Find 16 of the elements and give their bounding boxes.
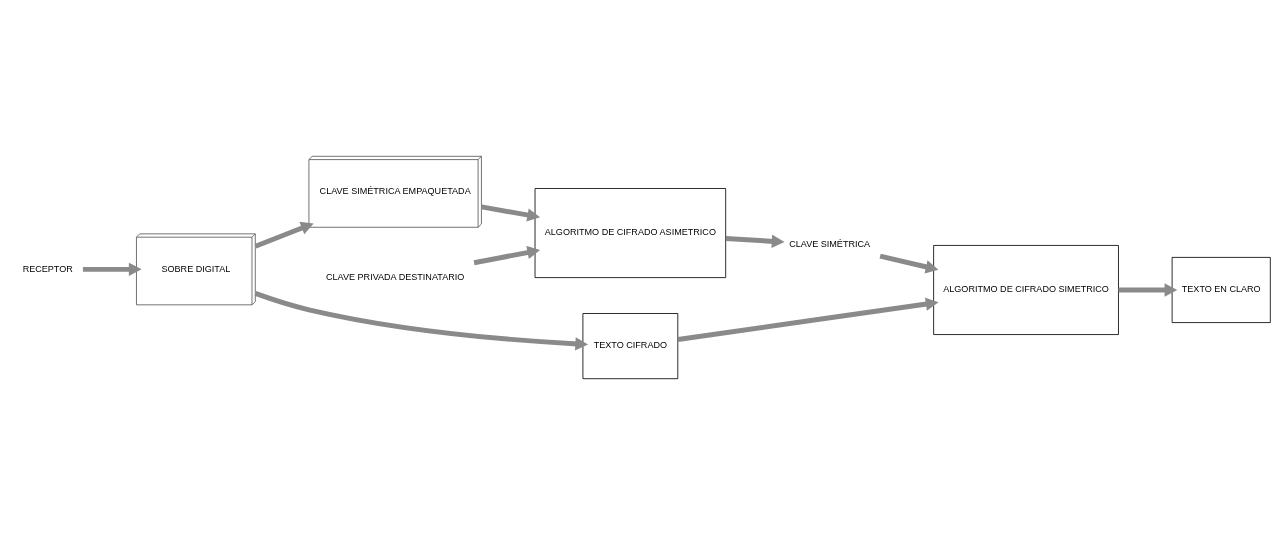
arrow [725, 234, 785, 248]
arrow [481, 203, 541, 222]
node-text: CLAVE SIMÉTRICA [789, 238, 871, 249]
arrow [1118, 282, 1178, 297]
node-box: ALGORITMO DE CIFRADO ASIMETRICO [534, 187, 727, 278]
node-box: TEXTO CIFRADO [582, 312, 679, 379]
arrow [254, 290, 589, 350]
arrow [677, 297, 939, 342]
arrow [879, 253, 939, 273]
arrow [254, 221, 314, 249]
arrow [82, 262, 142, 276]
node-text: CLAVE PRIVADA DESTINATARIO [326, 271, 465, 282]
node-text: RECEPTOR [22, 263, 73, 274]
arrow [473, 245, 541, 265]
node-box: ALGORITMO DE CIFRADO SIMETRICO [933, 244, 1119, 335]
node-box: TEXTO EN CLARO [1171, 256, 1271, 323]
